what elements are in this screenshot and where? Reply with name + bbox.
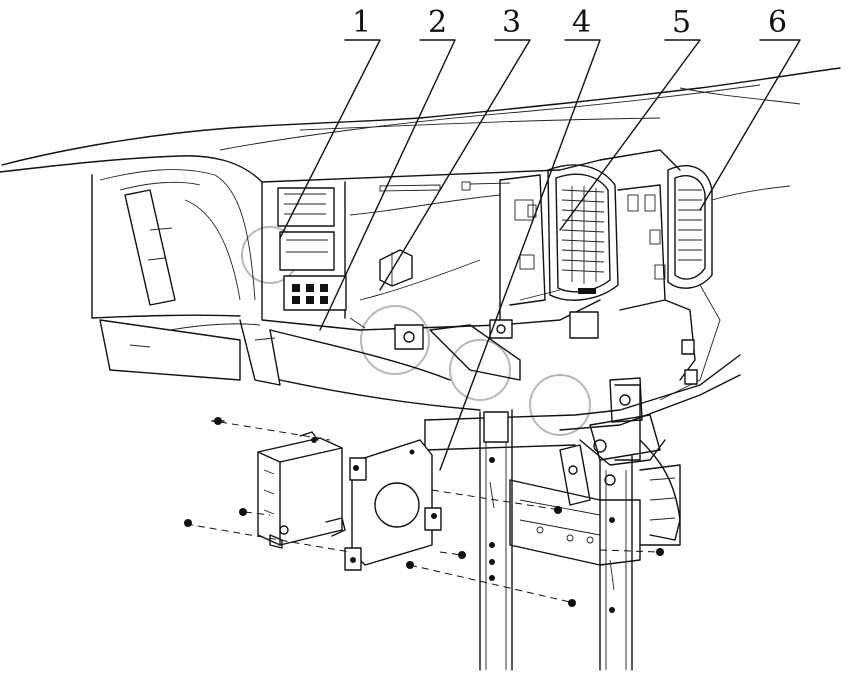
callout-2: 2 [428,5,447,40]
mounting-plate [344,439,442,571]
callout-5: 5 [672,5,691,40]
control-module [257,431,346,549]
callout-6: 6 [768,5,787,40]
callout-4: 4 [572,5,591,40]
callout-1: 1 [352,5,371,40]
center-stack [261,149,681,381]
fasteners [184,417,664,607]
callout-3: 3 [502,5,521,40]
callout-labels: 1 2 3 4 5 6 [352,5,787,40]
center-air-vent [547,164,666,311]
vertical-supports [479,384,641,671]
right-air-vent [659,165,791,401]
dashboard-outline [0,67,841,386]
leader-lines [279,39,801,471]
